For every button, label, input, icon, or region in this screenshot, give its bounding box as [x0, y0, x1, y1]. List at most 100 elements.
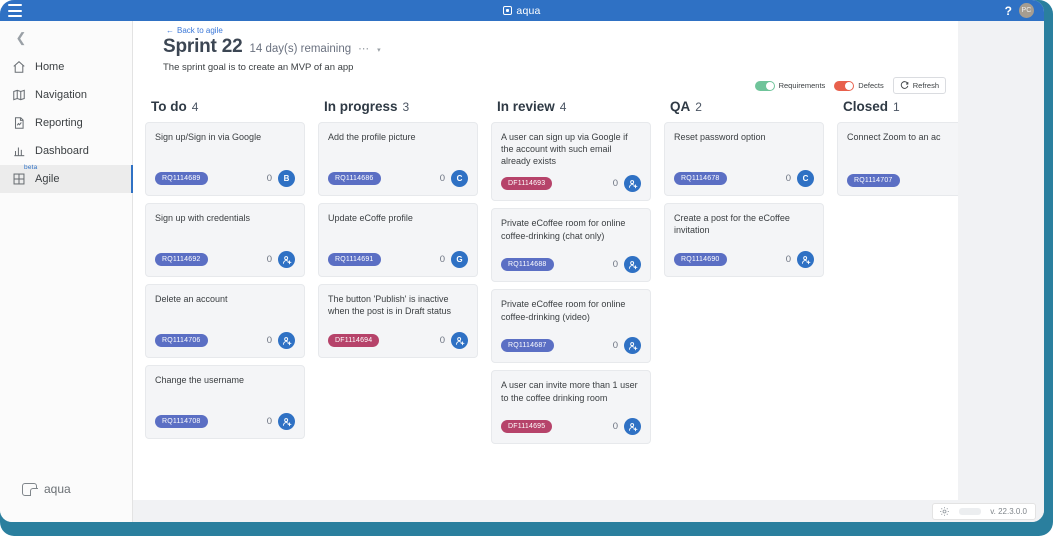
card-id-badge[interactable]: RQ1114687	[501, 339, 554, 353]
chevron-down-icon[interactable]: ▾	[377, 47, 381, 54]
card-assignee-add[interactable]	[624, 256, 641, 274]
board-scroll-region[interactable]	[958, 21, 1044, 522]
board-toolbar: Requirements Defects Refresh	[754, 77, 946, 94]
column-header: To do 4	[145, 99, 318, 114]
card-title: A user can invite more than 1 user to th…	[501, 380, 638, 403]
card-assignee-add[interactable]	[278, 332, 295, 349]
card-assignee-add[interactable]	[451, 332, 468, 349]
sidebar-item-home[interactable]: Home	[0, 53, 133, 81]
sidebar-footer-label: aqua	[44, 482, 71, 496]
card-assignee-avatar[interactable]: C	[451, 170, 468, 187]
sidebar-item-navigation[interactable]: Navigation	[0, 81, 133, 109]
card-id-badge[interactable]: DF1114693	[501, 177, 553, 191]
sidebar-item-label: Home	[35, 61, 65, 73]
document-icon	[14, 117, 24, 129]
status-divider	[959, 508, 982, 515]
card-comment-count: 0	[439, 173, 445, 184]
help-icon[interactable]: ?	[1004, 3, 1012, 18]
card-assignee-add[interactable]	[624, 337, 641, 355]
card-id-badge[interactable]: RQ1114706	[155, 334, 208, 347]
board-card[interactable]: A user can sign up via Google if the acc…	[491, 122, 651, 202]
requirements-toggle[interactable]	[754, 80, 775, 91]
column-count: 2	[695, 100, 702, 114]
sidebar-item-agile[interactable]: beta Agile	[0, 164, 133, 193]
column-title: Closed	[843, 99, 889, 114]
card-title: Delete an account	[155, 294, 228, 304]
hamburger-menu-icon[interactable]	[8, 4, 22, 17]
board-card[interactable]: Private eCoffee room for online coffee-d…	[491, 289, 651, 364]
board-card[interactable]: The button 'Publish' is inactive when th…	[318, 284, 478, 358]
user-avatar[interactable]: PC	[1019, 3, 1034, 18]
refresh-button[interactable]: Refresh	[892, 77, 946, 94]
sprint-more-menu-icon[interactable]: ⋯	[358, 43, 371, 55]
add-user-icon	[628, 342, 637, 351]
refresh-icon	[900, 81, 909, 89]
board-card[interactable]: Private eCoffee room for online coffee-d…	[491, 208, 651, 283]
card-title: A user can sign up via Google if the acc…	[501, 132, 628, 167]
sidebar-footer-logo: aqua	[0, 482, 133, 497]
card-id-badge[interactable]: DF1114695	[501, 420, 553, 434]
card-assignee-avatar[interactable]: C	[797, 170, 814, 187]
card-assignee-add[interactable]	[624, 418, 641, 436]
card-id-badge[interactable]: RQ1114707	[847, 174, 900, 187]
back-to-agile-link[interactable]: ← Back to agile	[166, 26, 223, 35]
card-id-badge[interactable]: RQ1114689	[155, 172, 208, 185]
sidebar-item-reporting[interactable]: Reporting	[0, 109, 133, 137]
card-assignee-add[interactable]	[797, 251, 814, 268]
column-title: QA	[670, 99, 691, 114]
card-id-badge[interactable]: RQ1114692	[155, 253, 208, 266]
card-id-badge[interactable]: RQ1114690	[674, 253, 727, 266]
card-id-badge[interactable]: RQ1114686	[328, 172, 381, 185]
column-count: 4	[191, 100, 199, 114]
card-id-badge[interactable]: RQ1114678	[674, 172, 727, 185]
defects-toggle[interactable]	[834, 80, 855, 91]
card-title: Add the profile picture	[328, 132, 416, 142]
card-assignee-add[interactable]	[624, 175, 641, 193]
requirements-toggle-label: Requirements	[778, 81, 826, 90]
beta-tag: beta	[24, 164, 38, 171]
card-assignee-avatar[interactable]: B	[278, 170, 295, 187]
card-id-badge[interactable]: RQ1114688	[501, 258, 554, 272]
card-footer: RQ1114707	[847, 174, 958, 187]
card-id-badge[interactable]: DF1114694	[328, 334, 380, 347]
card-assignee-add[interactable]	[278, 413, 295, 430]
column-count: 4	[559, 100, 567, 114]
defects-toggle-label: Defects	[858, 81, 884, 90]
column-title: To do	[151, 99, 187, 114]
card-assignee-add[interactable]	[278, 251, 295, 268]
card-id-badge[interactable]: RQ1114708	[155, 415, 208, 428]
sidebar-collapse-icon[interactable]: ❮	[15, 30, 27, 45]
sidebar: ❮ Home Navigation Reporting	[0, 21, 133, 522]
window-inner: aqua ? PC ❮ Home Navigation	[0, 0, 1044, 522]
card-id-badge[interactable]: RQ1114691	[328, 253, 381, 266]
top-bar-right: ? PC	[1005, 0, 1034, 21]
board-card[interactable]: Create a post for the eCoffee invitation…	[664, 203, 824, 277]
card-assignee-avatar[interactable]: G	[451, 251, 468, 268]
defects-toggle-group[interactable]: Defects	[834, 80, 884, 91]
sprint-header: Sprint 22 14 day(s) remaining ⋯ ▾	[163, 36, 381, 58]
requirements-toggle-group[interactable]: Requirements	[754, 80, 826, 91]
toggle-knob	[765, 81, 774, 90]
sidebar-item-dashboard[interactable]: Dashboard	[0, 137, 133, 165]
gear-icon[interactable]	[939, 506, 950, 517]
bar-chart-icon	[14, 147, 25, 157]
board-card[interactable]: A user can invite more than 1 user to th…	[491, 370, 651, 445]
sprint-goal-text: The sprint goal is to create an MVP of a…	[163, 62, 354, 73]
